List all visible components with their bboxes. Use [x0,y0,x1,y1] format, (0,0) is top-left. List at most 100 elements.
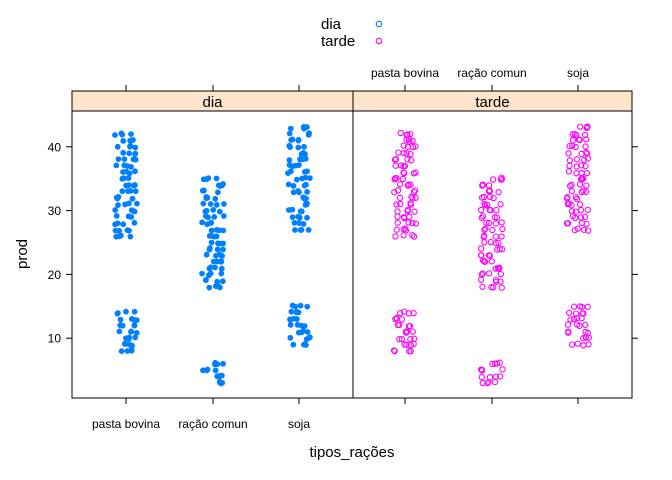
point-dia-racao-comun-20-3 [207,270,214,277]
point-tarde-soja-38-1 [580,156,588,164]
point-tarde-pasta-bovina-29-3 [400,213,408,221]
point-tarde-pasta-bovina-13-3 [398,316,406,323]
y-axis-title: prod [14,239,31,269]
y-tick-label-30: 30 [48,204,62,218]
point-tarde-soja-39-3 [583,149,590,156]
point-tarde-racao-comun-22-3 [480,257,487,264]
strip-label-dia: dia [202,94,223,111]
point-dia-racao-comun-27-1 [208,227,215,234]
point-dia-pasta-bovina-32-0 [129,195,136,202]
point-tarde-racao-comun-32-2 [480,193,488,201]
point-tarde-soja-42-0 [569,131,576,138]
point-dia-pasta-bovina-33-3 [119,188,126,195]
point-tarde-racao-comun-4-2 [478,374,485,381]
point-tarde-pasta-bovina-28-0 [405,219,412,226]
point-tarde-soja-38-3 [566,157,574,164]
point-tarde-racao-comun-18-2 [479,283,486,290]
point-tarde-soja-12-3 [582,321,589,328]
point-tarde-soja-34-2 [568,181,575,188]
point-dia-racao-comun-20-0 [218,270,225,277]
point-dia-pasta-bovina-40-3 [114,143,121,150]
point-dia-racao-comun-31-2 [207,201,214,207]
point-tarde-racao-comun-33-3 [495,189,502,196]
strip-label-tarde: tarde [475,94,509,111]
point-tarde-pasta-bovina-35-0 [399,175,407,183]
x-tick-label-bottom-soja: soja [288,417,310,431]
point-dia-soja-30-1 [289,206,296,213]
point-dia-racao-comun-6-0 [220,360,226,367]
point-dia-racao-comun-32-3 [204,194,211,201]
point-tarde-pasta-bovina-37-3 [401,162,409,170]
point-tarde-soja-27-3 [580,226,588,233]
point-dia-pasta-bovina-32-3 [115,193,122,200]
point-dia-pasta-bovina-38-1 [115,156,122,162]
point-tarde-racao-comun-26-2 [498,233,505,240]
point-dia-soja-43-3 [287,125,294,132]
point-dia-racao-comun-31-1 [213,201,220,208]
point-dia-soja-40-1 [287,144,293,150]
point-tarde-pasta-bovina-8-2 [407,347,414,355]
point-dia-racao-comun-24-3 [220,246,226,253]
point-tarde-racao-comun-26-3 [481,232,488,240]
point-dia-racao-comun-22-3 [214,258,220,265]
point-dia-pasta-bovina-42-3 [119,131,126,138]
point-tarde-soja-10-3 [582,334,589,341]
point-tarde-pasta-bovina-41-3 [403,136,410,143]
point-dia-pasta-bovina-30-3 [112,207,119,213]
point-tarde-racao-comun-30-0 [493,206,500,214]
point-tarde-soja-11-1 [565,329,572,336]
point-tarde-racao-comun-26-1 [492,233,499,240]
point-dia-racao-comun-29-2 [211,213,218,220]
point-dia-racao-comun-25-3 [220,240,226,247]
point-dia-pasta-bovina-11-2 [116,328,123,335]
point-dia-pasta-bovina-34-3 [123,182,129,189]
point-dia-soja-27-1 [305,226,312,233]
point-dia-pasta-bovina-8-3 [118,348,125,354]
point-dia-pasta-bovina-39-3 [120,149,127,156]
point-dia-racao-comun-21-1 [212,264,218,271]
point-tarde-soja-13-3 [578,314,585,322]
point-tarde-pasta-bovina-26-2 [409,231,416,239]
point-tarde-soja-37-0 [582,163,589,170]
point-dia-racao-comun-19-2 [219,278,226,285]
point-dia-soja-29-3 [296,214,303,221]
point-tarde-soja-34-3 [566,182,574,190]
y-axis-right [632,146,638,339]
point-dia-soja-41-2 [288,137,294,143]
point-tarde-soja-37-3 [578,162,585,169]
point-dia-racao-comun-33-3 [200,187,207,194]
point-dia-pasta-bovina-12-3 [119,322,126,329]
point-dia-soja-33-3 [296,189,302,196]
point-tarde-pasta-bovina-33-2 [411,187,419,194]
point-tarde-soja-30-0 [577,206,585,214]
point-tarde-pasta-bovina-9-2 [401,341,408,348]
point-dia-pasta-bovina-27-3 [124,227,131,233]
point-tarde-racao-comun-19-3 [497,278,504,285]
point-tarde-pasta-bovina-36-3 [412,169,419,176]
point-dia-racao-comun-3-3 [218,380,224,387]
point-dia-pasta-bovina-13-1 [133,317,140,323]
point-tarde-soja-33-3 [578,188,585,196]
panel-strip-tarde: tarde [352,90,633,112]
point-tarde-soja-9-0 [585,341,592,348]
point-tarde-racao-comun-27-0 [482,225,489,232]
point-tarde-pasta-bovina-10-0 [398,336,406,343]
point-tarde-soja-13-0 [567,316,574,323]
point-tarde-pasta-bovina-9-3 [407,341,415,349]
point-tarde-racao-comun-24-1 [477,245,485,252]
point-dia-pasta-bovina-10-3 [123,335,129,342]
point-tarde-pasta-bovina-34-1 [396,181,404,188]
point-dia-pasta-bovina-9-2 [121,340,128,347]
point-dia-pasta-bovina-8-2 [128,346,135,353]
point-tarde-pasta-bovina-11-1 [403,328,411,335]
point-tarde-soja-40-1 [582,143,589,150]
point-dia-pasta-bovina-28-3 [112,221,118,228]
point-dia-pasta-bovina-36-3 [123,168,130,175]
point-dia-soja-33-2 [304,188,310,195]
point-tarde-racao-comun-32-3 [486,193,494,200]
point-tarde-racao-comun-3-2 [484,380,491,387]
point-tarde-soja-27-1 [574,225,581,232]
point-dia-soja-15-2 [292,303,299,310]
point-dia-pasta-bovina-31-2 [122,201,128,208]
point-dia-pasta-bovina-33-2 [125,188,131,194]
